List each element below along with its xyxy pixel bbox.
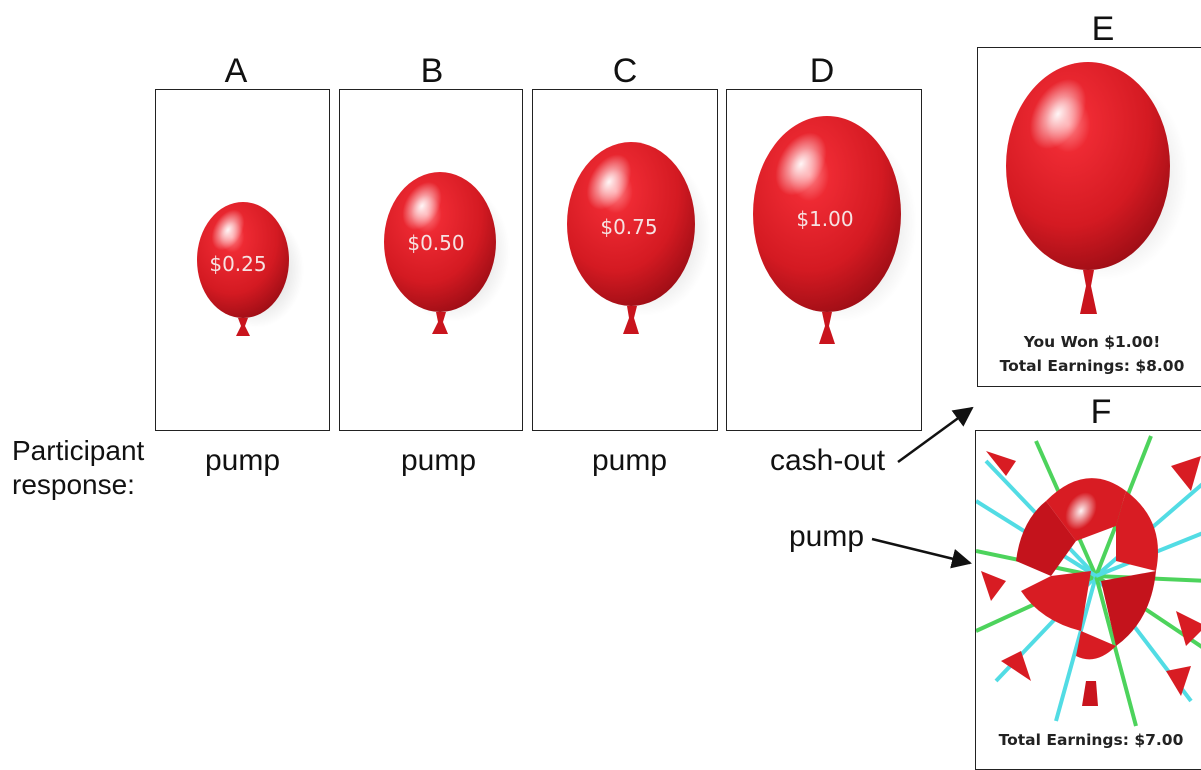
balloon-a: $0.25 [197, 202, 304, 336]
panel-c: $0.75 [532, 89, 718, 431]
panel-b-response: pump [401, 444, 477, 477]
panel-d: $1.00 [726, 89, 922, 431]
win-total-earnings: Total Earnings: $8.00 [999, 357, 1185, 375]
balloon-d-amount: $1.00 [796, 207, 853, 231]
panel-c-response: pump [592, 444, 668, 477]
win-message: You Won $1.00! [1023, 333, 1161, 351]
panel-a-response: pump [205, 444, 281, 477]
balloon-c-amount: $0.75 [600, 215, 657, 239]
panel-f-response: pump [789, 520, 865, 553]
panel-c-letter: C [612, 52, 638, 90]
panel-d-response: cash-out [770, 444, 886, 477]
panel-e: You Won $1.00! Total Earnings: $8.00 [977, 47, 1201, 387]
balloon-b-amount: $0.50 [407, 231, 464, 255]
panel-f: Total Earnings: $7.00 [975, 430, 1201, 770]
participant-label: Participant response: [12, 434, 144, 502]
participant-label-line2: response: [12, 469, 135, 500]
panel-b-letter: B [420, 52, 444, 90]
panel-a: $0.25 [155, 89, 330, 431]
balloon-b: $0.50 [384, 172, 510, 334]
arrow-pump-to-f [871, 537, 972, 569]
burst-balloon-graphic [976, 435, 1201, 727]
balloon-a-amount: $0.25 [209, 252, 266, 276]
arrow-cashout-to-e [897, 406, 974, 464]
balloon-c: $0.75 [567, 142, 711, 334]
balloon-e [1006, 62, 1188, 314]
pop-total-earnings: Total Earnings: $7.00 [998, 731, 1184, 749]
panel-d-letter: D [809, 52, 835, 90]
panel-f-letter: F [1090, 393, 1112, 431]
panel-a-letter: A [224, 52, 248, 90]
balloon-fragments [981, 451, 1201, 706]
panel-e-letter: E [1091, 10, 1115, 48]
participant-label-line1: Participant [12, 435, 145, 466]
balloon-d: $1.00 [753, 116, 917, 344]
panel-b: $0.50 [339, 89, 523, 431]
